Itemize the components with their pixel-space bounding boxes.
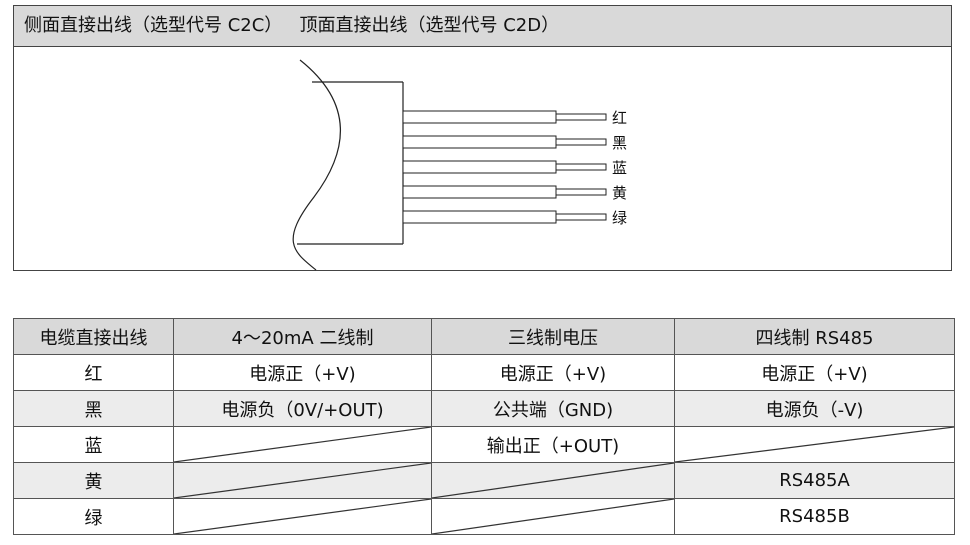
four-wire-cell: RS485B	[674, 498, 955, 535]
header-four-wire: 四线制 RS485	[674, 318, 955, 355]
table-row: 黑 电源负（0V/+OUT) 公共端（GND) 电源负（-V)	[13, 390, 955, 427]
wire-black	[402, 135, 607, 149]
wire-color-cell: 红	[13, 354, 174, 391]
wire-color-cell: 黑	[13, 390, 174, 427]
diagonal-slash	[174, 463, 431, 498]
diagonal-slash	[174, 427, 431, 462]
header-three-wire: 三线制电压	[431, 318, 675, 355]
diagonal-slash	[174, 499, 431, 534]
wire-color-cell: 黄	[13, 462, 174, 499]
table-row: 蓝 输出正（+OUT)	[13, 426, 955, 463]
wire-label-green: 绿	[612, 209, 627, 227]
not-applicable-cell	[173, 462, 432, 499]
housing-curve	[292, 59, 341, 271]
not-applicable-cell	[674, 426, 955, 463]
wire-red	[402, 110, 607, 124]
table-row: 黄 RS485A	[13, 462, 955, 499]
wire-label-red: 红	[612, 109, 627, 127]
wiring-table: 电缆直接出线 4～20mA 二线制 三线制电压 四线制 RS485 红 电源正（…	[13, 318, 955, 535]
four-wire-cell: 电源正（+V)	[674, 354, 955, 391]
wire-green	[402, 210, 607, 224]
wire-label-yellow: 黄	[612, 184, 627, 202]
table-row: 红 电源正（+V) 电源正（+V) 电源正（+V)	[13, 354, 955, 391]
not-applicable-cell	[431, 462, 675, 499]
four-wire-cell: RS485A	[674, 462, 955, 499]
table-row: 绿 RS485B	[13, 498, 955, 535]
wire-color-cell: 绿	[13, 498, 174, 535]
three-wire-cell: 公共端（GND)	[431, 390, 675, 427]
diagonal-slash	[675, 427, 954, 462]
four-wire-cell: 电源负（-V)	[674, 390, 955, 427]
panel-header: 侧面直接出线（选型代号 C2C） 顶面直接出线（选型代号 C2D）	[14, 6, 951, 47]
wiring-diagram-panel: 侧面直接出线（选型代号 C2C） 顶面直接出线（选型代号 C2D） 红	[13, 5, 952, 271]
three-wire-cell: 电源正（+V)	[431, 354, 675, 391]
wire-label-blue: 蓝	[612, 159, 627, 177]
diagonal-slash	[432, 463, 674, 498]
two-wire-cell: 电源正（+V)	[173, 354, 432, 391]
not-applicable-cell	[173, 498, 432, 535]
not-applicable-cell	[431, 498, 675, 535]
diagonal-slash	[432, 499, 674, 534]
table-header-row: 电缆直接出线 4～20mA 二线制 三线制电压 四线制 RS485	[13, 318, 955, 355]
two-wire-cell: 电源负（0V/+OUT)	[173, 390, 432, 427]
header-two-wire: 4～20mA 二线制	[173, 318, 432, 355]
wire-yellow	[402, 185, 607, 199]
header-cable: 电缆直接出线	[13, 318, 174, 355]
wire-blue	[402, 160, 607, 174]
not-applicable-cell	[173, 426, 432, 463]
wire-label-black: 黑	[612, 134, 627, 152]
cable-diagram: 红 黑 蓝 黄 绿	[292, 59, 627, 271]
wire-color-cell: 蓝	[13, 426, 174, 463]
three-wire-cell: 输出正（+OUT)	[431, 426, 675, 463]
